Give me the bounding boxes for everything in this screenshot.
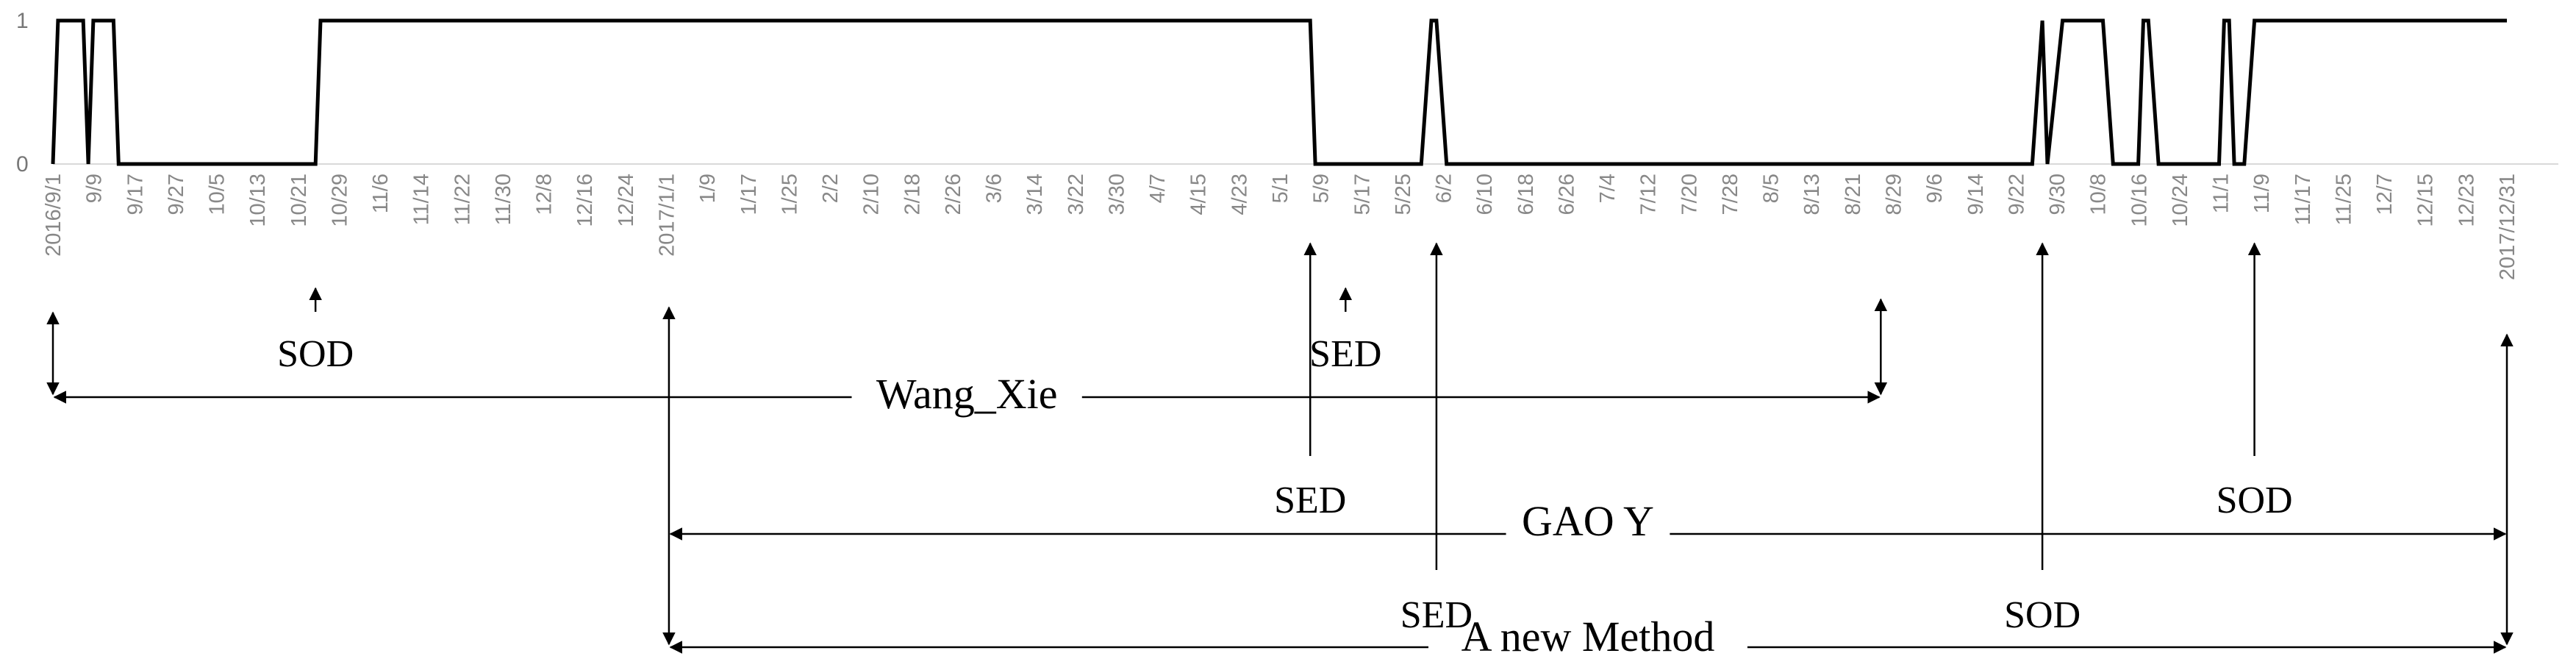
x-tick-label: 11/1 xyxy=(2210,174,2233,213)
x-tick-label: 11/14 xyxy=(410,174,434,225)
x-tick-label: 2/2 xyxy=(819,174,842,203)
x-tick-label: 3/30 xyxy=(1105,174,1128,215)
series-layer xyxy=(51,18,2507,166)
x-tick-label: 4/15 xyxy=(1187,174,1211,215)
x-tick-label: 3/6 xyxy=(983,174,1006,203)
pointer-label: SOD xyxy=(277,333,354,375)
x-tick-label: 4/23 xyxy=(1228,174,1251,215)
x-tick-label: 10/8 xyxy=(2087,174,2111,215)
x-tick-label: 6/18 xyxy=(1514,174,1538,215)
x-tick-label: 10/5 xyxy=(206,174,229,215)
x-tick-label: 1/25 xyxy=(778,174,801,215)
x-tick-label: 6/26 xyxy=(1555,174,1578,215)
x-tick-label: 10/16 xyxy=(2128,174,2151,227)
range-label: A new Method xyxy=(1461,613,1715,660)
x-tick-label: 3/22 xyxy=(1065,174,1088,215)
x-tick-label: 1/17 xyxy=(737,174,761,215)
x-tick-label: 7/20 xyxy=(1678,174,1701,215)
x-tick-label: 10/21 xyxy=(287,174,311,227)
x-tick-label: 12/24 xyxy=(615,174,638,227)
x-tick-label: 11/30 xyxy=(492,174,515,225)
x-tick-label: 3/14 xyxy=(1023,174,1047,215)
x-tick-label: 7/28 xyxy=(1719,174,1742,215)
x-tick-label: 7/12 xyxy=(1637,174,1661,215)
axis-layer: 0 1 2016/9/1 9/9 9/17 9/27 10/5 10/13 10/21 10/29… xyxy=(16,9,2558,280)
x-tick-label: 9/30 xyxy=(2046,174,2069,215)
y-tick-label: 0 xyxy=(16,152,29,177)
x-tick-label: 9/27 xyxy=(165,174,188,215)
x-tick-label: 1/9 xyxy=(696,174,720,203)
x-tick-label: 11/9 xyxy=(2250,174,2274,213)
x-tick-label: 5/1 xyxy=(1269,174,1292,203)
x-tick-label: 2017/1/1 xyxy=(656,174,679,257)
x-tick-label: 6/10 xyxy=(1473,174,1497,215)
pointer-label: SED xyxy=(1309,333,1381,375)
x-tick-label: 12/16 xyxy=(573,174,597,227)
x-tick-label: 12/23 xyxy=(2455,174,2478,227)
x-tick-label: 12/8 xyxy=(533,174,557,215)
x-tick-label: 2/10 xyxy=(860,174,884,215)
x-tick-label: 2/26 xyxy=(942,174,965,215)
x-tick-label: 12/15 xyxy=(2414,174,2438,227)
x-tick-label: 2016/9/1 xyxy=(42,174,65,257)
range-label: Wang_Xie xyxy=(876,370,1058,418)
x-tick-label: 9/9 xyxy=(83,174,107,203)
x-tick-label: 5/9 xyxy=(1310,174,1334,203)
x-tick-label: 6/2 xyxy=(1433,174,1456,203)
x-tick-label: 11/17 xyxy=(2291,174,2315,225)
x-tick-label: 11/22 xyxy=(451,174,474,225)
x-tick-label: 2/18 xyxy=(901,174,924,215)
x-tick-label: 11/25 xyxy=(2332,174,2355,225)
y-tick-label: 1 xyxy=(16,9,29,33)
x-tick-label: 5/25 xyxy=(1392,174,1415,215)
x-tick-label: 7/4 xyxy=(1596,174,1620,203)
pointer-label: SOD xyxy=(2217,480,2293,521)
x-tick-label: 8/29 xyxy=(1883,174,1906,215)
x-tick-label: 11/6 xyxy=(369,174,393,213)
x-tick-label: 10/24 xyxy=(2169,174,2192,227)
x-tick-label: 2017/12/31 xyxy=(2496,174,2519,280)
x-tick-label: 10/29 xyxy=(328,174,351,227)
x-tick-label: 8/21 xyxy=(1842,174,1865,215)
x-tick-label: 12/7 xyxy=(2373,174,2397,215)
pointer-label: SOD xyxy=(2004,594,2081,636)
series-line xyxy=(51,18,2507,166)
x-tick-label: 5/17 xyxy=(1350,174,1374,215)
pointer-label: SED xyxy=(1274,480,1346,521)
pointer-label: SED xyxy=(1400,594,1473,636)
x-tick-label: 9/14 xyxy=(1964,174,1988,215)
x-tick-label: 8/5 xyxy=(1760,174,1783,203)
x-tick-label: 9/17 xyxy=(124,174,147,215)
range-label: GAO Y xyxy=(1522,497,1654,545)
x-tick-label: 4/7 xyxy=(1146,174,1170,203)
x-tick-label: 8/13 xyxy=(1800,174,1824,215)
x-tick-label: 9/6 xyxy=(1923,174,1947,203)
x-tick-label: 9/22 xyxy=(2005,174,2028,215)
x-tick-label: 10/13 xyxy=(246,174,270,227)
